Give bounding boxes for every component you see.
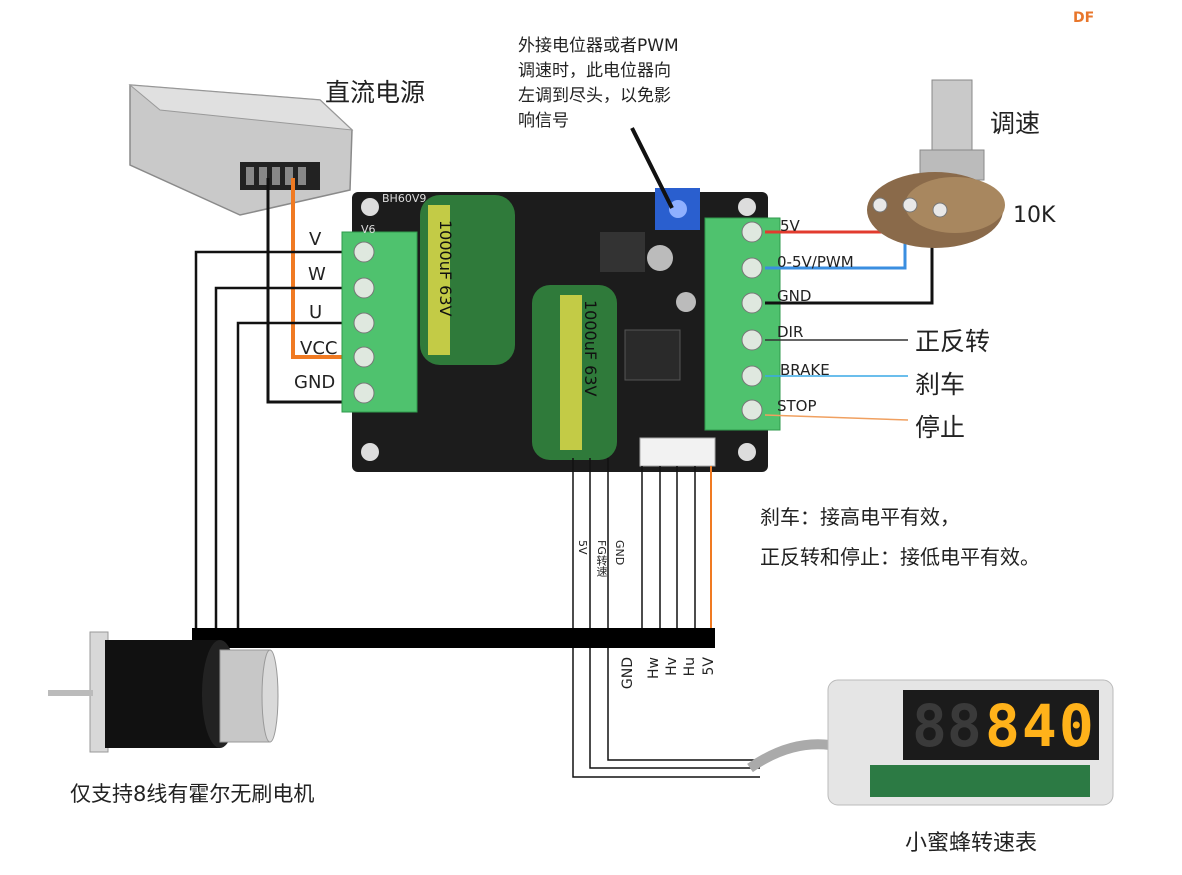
hall-wire-label-gnd: GND bbox=[620, 657, 636, 690]
tach-wires bbox=[572, 458, 760, 778]
logic-note-line: 正反转和停止：接低电平有效。 bbox=[760, 545, 1040, 569]
tachometer-label: 小蜜蜂转速表 bbox=[905, 831, 1038, 856]
power-supply-label: 直流电源 bbox=[325, 78, 426, 107]
brand-logo: DF bbox=[1073, 10, 1095, 26]
speed-potentiometer bbox=[867, 79, 1005, 248]
capacitor-2-label: 1000uF 63V bbox=[581, 300, 600, 397]
brake-function-label: 刹车 bbox=[915, 370, 966, 399]
pot-note: 外接电位器或者PWM 调速时，此电位器向 左调到尽头，以免影 响信号 bbox=[518, 34, 679, 134]
motor-cable bbox=[192, 628, 715, 648]
terminal-label-gnd: GND bbox=[294, 372, 336, 393]
logic-note-line: 刹车：接高电平有效， bbox=[760, 505, 960, 529]
board-silk-v6: V6 bbox=[361, 223, 376, 236]
terminal-label-brake: BRAKE bbox=[780, 361, 830, 379]
tach-display-value: 840 bbox=[985, 692, 1096, 760]
speed-control-label: 调速 bbox=[990, 109, 1041, 138]
pot-note-line: 响信号 bbox=[518, 111, 569, 131]
terminal-label-stop: STOP bbox=[777, 397, 817, 415]
driver-board bbox=[341, 188, 781, 472]
motor-phase-wires bbox=[194, 250, 355, 632]
terminal-label-pwm: 0-5V/PWM bbox=[777, 253, 854, 271]
hall-wires bbox=[641, 466, 712, 632]
tach-wire-label-5v: 5V bbox=[576, 540, 589, 555]
terminal-label-5v: 5V bbox=[780, 217, 800, 235]
terminal-label-u: U bbox=[309, 302, 323, 323]
logic-level-note: 刹车：接高电平有效， 正反转和停止：接低电平有效。 bbox=[760, 497, 1040, 577]
terminal-label-v: V bbox=[309, 229, 322, 250]
terminal-label-gnd-right: GND bbox=[777, 287, 812, 305]
hall-wire-label-5v: 5V bbox=[701, 657, 717, 676]
dir-function-label: 正反转 bbox=[915, 327, 991, 356]
pot-note-line: 外接电位器或者PWM bbox=[518, 36, 679, 56]
bldc-motor bbox=[48, 631, 279, 753]
tach-wire-label-gnd: GND bbox=[613, 540, 626, 566]
terminal-label-vcc: VCC bbox=[300, 338, 338, 359]
terminal-label-dir: DIR bbox=[777, 323, 804, 341]
motor-label: 仅支持8线有霍尔无刷电机 bbox=[70, 782, 315, 806]
hall-wire-label-hv: Hv bbox=[664, 657, 680, 676]
board-model-silk: BH60V9 bbox=[382, 192, 427, 205]
pot-value-label: 10K bbox=[1013, 203, 1056, 228]
pot-note-line: 左调到尽头，以免影 bbox=[518, 86, 671, 106]
tach-wire-label-fg: FG转速 bbox=[595, 540, 608, 577]
terminal-label-w: W bbox=[308, 264, 326, 285]
power-supply bbox=[128, 84, 354, 216]
tachometer-device bbox=[747, 679, 1114, 806]
pot-note-line: 调速时，此电位器向 bbox=[518, 61, 671, 81]
stop-function-label: 停止 bbox=[915, 413, 966, 442]
hall-wire-label-hu: Hu bbox=[682, 657, 698, 677]
hall-wire-label-hw: Hw bbox=[646, 657, 662, 679]
tach-display-unlit: 88 bbox=[912, 692, 982, 760]
capacitor-1-label: 1000uF 63V bbox=[436, 220, 455, 317]
note-pointer bbox=[630, 127, 674, 209]
